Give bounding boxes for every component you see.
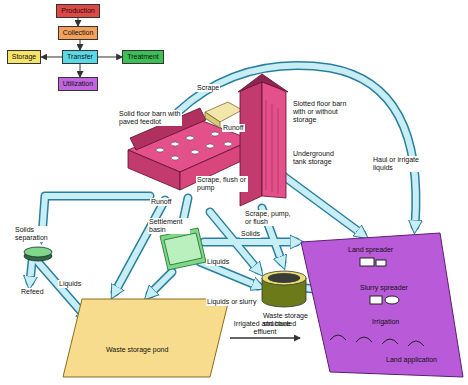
node-text: Irrigation	[372, 318, 399, 326]
node-text: Utilization	[63, 80, 93, 88]
function-box: Utilization	[58, 77, 98, 91]
connector	[80, 64, 81, 77]
outline	[63, 299, 229, 377]
node-text: Collection	[63, 29, 94, 37]
part-label: Solids	[240, 230, 261, 238]
part-label: Refeed	[20, 288, 45, 296]
settlement-basin	[160, 228, 206, 270]
function-box: Collection	[58, 26, 99, 40]
part-label: Scrape, pump, or flush	[244, 210, 298, 226]
node-text: Waste storage pond	[106, 346, 168, 354]
part-label: Runoff	[222, 124, 245, 132]
node-text: Transfer	[67, 53, 93, 61]
land-application-field: Land spreaderSlurry spreaderIrrigationLa…	[300, 232, 464, 378]
part-label: Haul or irrigate liquids	[372, 156, 424, 172]
node-text: Storage	[12, 53, 37, 61]
function-box: Transfer	[62, 50, 98, 64]
part-label: Solids separation	[14, 226, 56, 242]
connector	[41, 56, 62, 57]
part-label: Liquids or slurry	[206, 298, 257, 306]
node-text: Slurry spreader	[360, 284, 408, 292]
part-label: Liquids	[206, 258, 230, 266]
storage-structure	[262, 271, 306, 307]
edge-label: Irrigated and hauled effluent	[230, 320, 300, 336]
node-text: Treatment	[127, 53, 159, 61]
outline	[301, 233, 463, 377]
connector	[230, 337, 300, 339]
part-label: Runoff	[150, 198, 173, 206]
solids-separator	[24, 247, 52, 261]
node-text: Land spreader	[348, 246, 393, 254]
function-box: Storage	[7, 50, 42, 64]
storage-pond-outline	[62, 298, 230, 378]
part-label: Liquids	[58, 280, 82, 288]
part-label: Settlement basin	[148, 218, 190, 234]
function-box: Production	[56, 4, 99, 18]
node-text: Production	[61, 7, 94, 15]
storage-pond: Waste storage pond	[62, 298, 230, 378]
part-label: Solid floor barn with paved feedlot	[118, 110, 182, 126]
node-text: Land application	[386, 356, 437, 364]
part-label: Scrape	[196, 84, 220, 92]
connector	[78, 18, 79, 26]
connector	[98, 56, 122, 57]
function-box: Treatment	[122, 50, 164, 64]
part-label: Slotted floor barn with or without stora…	[292, 100, 358, 124]
part-label: Underground tank storage	[292, 150, 350, 166]
connector	[80, 40, 81, 50]
equipment-icons	[330, 258, 424, 346]
part-label: Scrape, flush or pump	[196, 176, 248, 192]
land-application-field-outline	[300, 232, 464, 378]
